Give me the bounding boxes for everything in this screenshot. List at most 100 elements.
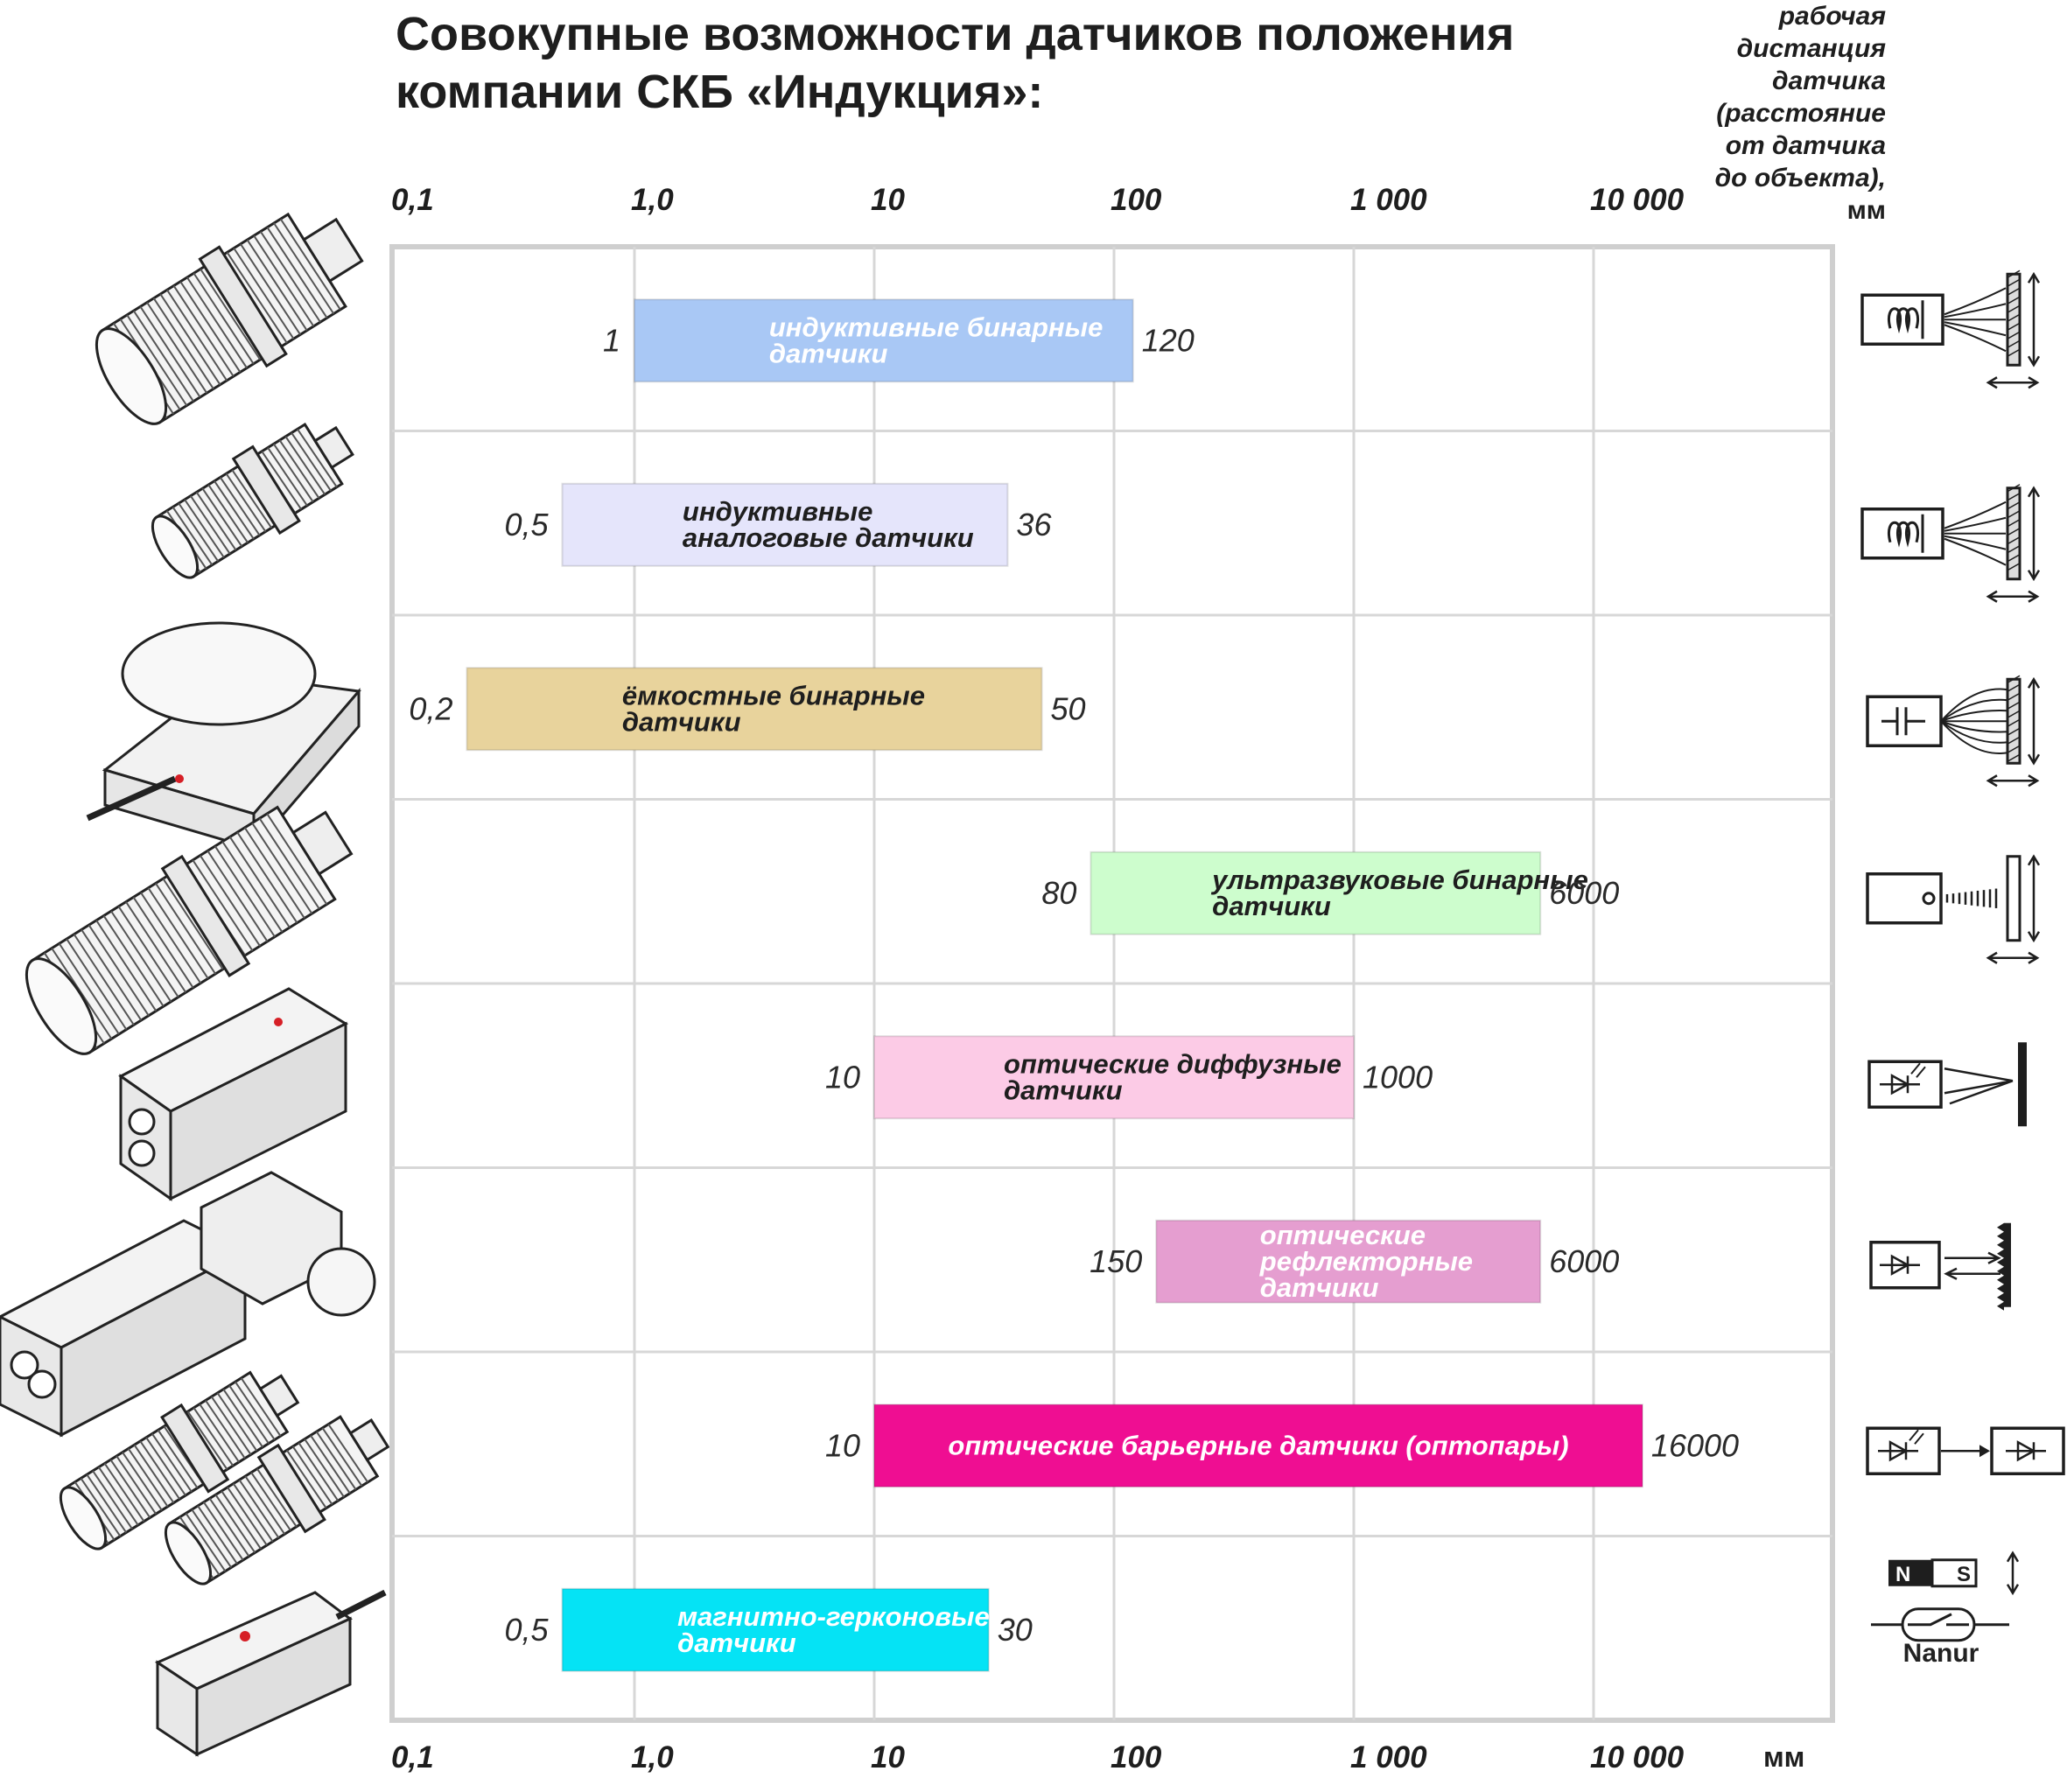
thread (152, 298, 214, 389)
caption-line: (расстояние (1716, 99, 1886, 128)
led (274, 1018, 283, 1026)
thread (145, 1437, 186, 1496)
thread (140, 892, 202, 984)
inductive-coil-icon (1860, 484, 2041, 603)
bar-label: оптические (1260, 1220, 1426, 1250)
reed-sensor (154, 1589, 387, 1757)
thread (73, 934, 135, 1026)
thread (243, 827, 305, 919)
bar-label: датчики (1212, 891, 1331, 921)
thread (210, 1396, 252, 1455)
bottom-unit-label: мм (1763, 1741, 1805, 1773)
hatch (2007, 718, 2021, 727)
thread (199, 855, 261, 947)
arrow-head (2027, 854, 2041, 943)
thread (92, 1470, 133, 1530)
diffuse-optical-sensor (118, 987, 349, 1201)
thread (193, 1407, 235, 1466)
thread (231, 469, 273, 528)
thread (207, 484, 249, 543)
hatch (2007, 313, 2021, 322)
thread (126, 314, 188, 407)
thread (66, 938, 128, 1031)
hatch (2007, 348, 2021, 357)
hatch (2007, 331, 2021, 340)
arrow-head (1986, 376, 2040, 389)
range-min-label: 10 (825, 1427, 860, 1463)
thread (81, 928, 143, 1021)
x-tick-label-bottom: 10 (871, 1740, 905, 1774)
thread (159, 293, 221, 386)
thread (272, 443, 314, 503)
x-tick-label-bottom: 0,1 (391, 1740, 434, 1774)
hatch (2007, 493, 2021, 501)
bar-label: датчики (769, 338, 888, 368)
thread (147, 887, 209, 979)
thread (219, 476, 261, 536)
reflector-teeth (1997, 1249, 2004, 1258)
hatch (2007, 727, 2021, 736)
range-bar (634, 298, 1134, 383)
title-line-1: Совокупные возможности датчиков положени… (396, 8, 1515, 60)
field-line (1944, 287, 2007, 316)
range-min-label: 0,5 (504, 507, 549, 542)
range-min-label: 0,2 (409, 690, 452, 726)
thread (228, 1384, 270, 1445)
thread (202, 1502, 244, 1561)
arrow-head (1987, 1251, 2001, 1264)
range-min-label: 0,5 (504, 1612, 549, 1648)
reflector-teeth (1997, 1222, 2004, 1232)
lens (128, 1108, 156, 1136)
range-max-label: 30 (998, 1612, 1033, 1648)
thread (258, 817, 320, 910)
lens (128, 1139, 156, 1167)
arrow-head (1979, 1445, 1990, 1458)
field-line (1940, 698, 2008, 723)
sensor-box (1866, 695, 1943, 747)
reflector (2004, 1222, 2011, 1307)
connector (348, 1418, 390, 1462)
target-plate (2006, 855, 2021, 942)
lens (10, 1350, 39, 1380)
capacitive-sensor (86, 621, 361, 853)
thread (185, 1512, 227, 1572)
bar-label: аналоговые датчики (683, 522, 974, 553)
thread (250, 1472, 291, 1531)
barrier-emitter (59, 1370, 300, 1550)
thread (125, 901, 187, 993)
thread (214, 1494, 256, 1554)
arrow-head (2027, 271, 2041, 368)
reflector-teeth (1997, 1284, 2004, 1293)
hatch (2007, 710, 2021, 718)
reflector-teeth (1997, 1257, 2004, 1267)
thread (291, 432, 332, 492)
bar-label: индуктивные (683, 496, 872, 527)
range-bar (873, 1404, 1643, 1488)
light-rays (1910, 1062, 1926, 1078)
reflector-teeth (1997, 1240, 2004, 1250)
thread (109, 1459, 151, 1519)
thread (240, 1377, 282, 1437)
x-tick-label-top: 10 (871, 183, 905, 217)
x-tick-label-bottom: 10 000 (1590, 1740, 1685, 1774)
bar-label: датчики (1004, 1074, 1123, 1105)
field-line (1944, 324, 2007, 353)
nut (231, 444, 301, 536)
bar-label: магнитно-герконовые (677, 1601, 990, 1632)
thread (139, 305, 201, 398)
thread (310, 1434, 351, 1494)
bar-label: индуктивные бинарные (769, 312, 1104, 342)
hatch (2007, 692, 2021, 701)
thread (172, 284, 235, 377)
arrow-head (2006, 1550, 2020, 1596)
led (175, 774, 184, 783)
x-tick-label-top: 10 000 (1590, 183, 1685, 217)
caption-line: дистанция (1736, 34, 1886, 63)
thread (103, 1462, 145, 1522)
range-bar (466, 667, 1043, 752)
ultrasonic-icon (1866, 854, 2041, 964)
nut (160, 1403, 230, 1494)
range-max-label: 6000 (1549, 875, 1619, 911)
field-line (1944, 537, 2007, 566)
